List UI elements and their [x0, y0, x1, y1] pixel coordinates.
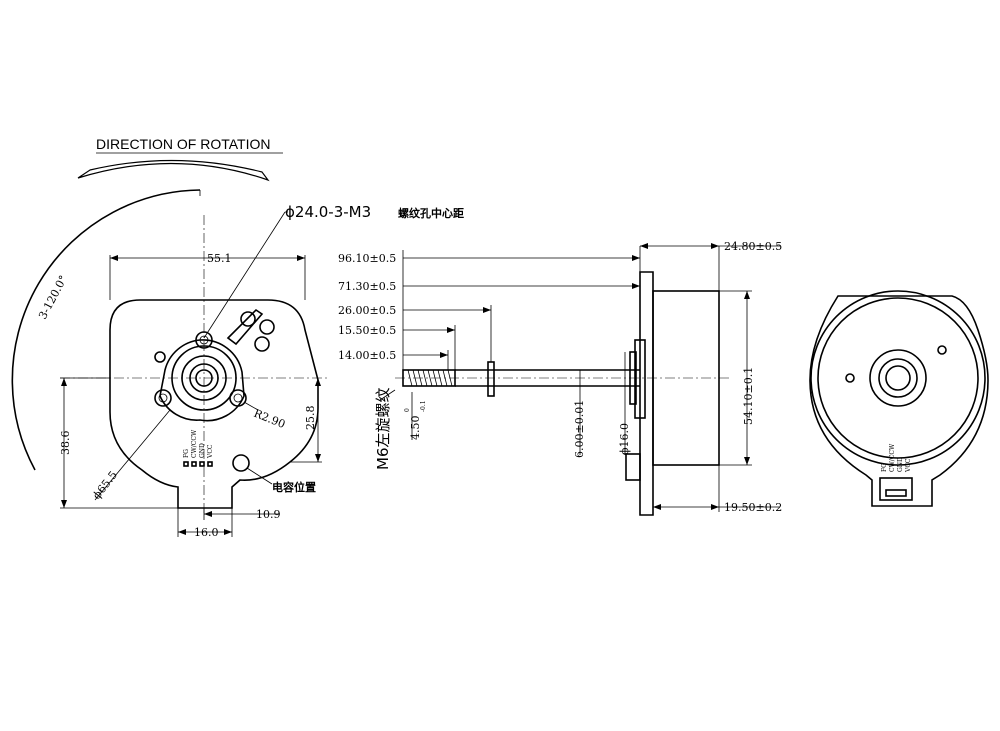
back-can-inner: [817, 297, 979, 459]
bottom-width-dim: 10.9: [256, 508, 281, 521]
len-total-dim: 96.10±0.5: [338, 252, 396, 265]
hub-ring-4: [195, 369, 213, 387]
side-slot: [226, 308, 264, 346]
hub-star: [159, 339, 245, 422]
back-pin-labels: FG CW/CCW GND VCC: [881, 443, 912, 473]
back-pin-fg: FG: [881, 463, 888, 472]
bottom-offset-dim: 16.0: [194, 526, 219, 539]
back-pin-vcc: VCC: [905, 458, 912, 473]
capacitor-label: 电容位置: [272, 480, 316, 494]
front-view: FG CW/CCW GND VCC ϕ24.0-3-M3 螺纹孔中心距 55.1…: [11, 189, 464, 539]
capacitor-hole: [232, 454, 250, 472]
height-right-dim: 25.8: [304, 406, 317, 431]
body-height-dim: 54.10±0.1: [742, 367, 755, 425]
pin-label-cw: CW/CCW: [191, 429, 198, 458]
outer-arc: [11, 189, 201, 471]
pin-labels: FG CW/CCW GND VCC: [183, 429, 214, 459]
shaft-dia-dim: 6.00±0.01: [573, 400, 586, 458]
back-view: FG CW/CCW GND VCC: [809, 290, 989, 507]
back-view-outline: [809, 295, 989, 507]
flange-offset-dim: 19.50±0.2: [724, 501, 782, 514]
body-width-dim: 24.80±0.5: [724, 240, 782, 253]
len-5-dim: 14.00±0.5: [338, 349, 396, 362]
len-3-dim: 26.00±0.5: [338, 304, 396, 317]
back-pin-cw: CW/CCW: [889, 443, 896, 472]
mount-lug-left: [154, 389, 172, 407]
thread-tol-lower: -0.1: [420, 400, 427, 412]
height-left-dim: 38.6: [59, 431, 72, 456]
back-hole-left: [845, 373, 855, 383]
rotation-title: DIRECTION OF ROTATION: [96, 136, 270, 152]
len-2-dim: 71.30±0.5: [338, 280, 396, 293]
side-hole-3: [254, 336, 270, 352]
side-view: 96.10±0.5 71.30±0.5 26.00±0.5 15.50±0.5 …: [338, 240, 782, 516]
back-hub-2: [878, 358, 918, 398]
hole-pattern-label: ϕ24.0-3-M3: [285, 203, 371, 221]
mount-lug-right: [229, 389, 247, 407]
radius-dim: R2.90: [252, 407, 287, 431]
back-connector: [879, 477, 913, 501]
hub-ring-3: [189, 363, 219, 393]
hub-dia-dim: ϕ16.0: [618, 423, 631, 455]
thread-len-dim: 4.50: [409, 416, 422, 441]
side-flange: [639, 271, 654, 516]
front-view-outline: [109, 299, 319, 509]
side-hole-2: [259, 319, 275, 335]
hub-ring-1: [171, 345, 237, 411]
side-hole-1: [240, 311, 256, 327]
pin-label-vcc: VCC: [207, 444, 214, 459]
rotation-direction-group: DIRECTION OF ROTATION: [77, 136, 283, 182]
diameter-dim: ϕ65.5: [90, 469, 120, 502]
pin-pads: [183, 461, 213, 467]
hub-ring-2: [181, 355, 227, 401]
len-4-dim: 15.50±0.5: [338, 324, 396, 337]
back-hub-1: [869, 349, 927, 407]
mount-lug-top: [195, 331, 213, 349]
width-dim: 55.1: [207, 252, 232, 265]
hole-pattern-note: 螺纹孔中心距: [398, 206, 464, 220]
pin-label-gnd: GND: [199, 443, 206, 458]
back-hub-3: [885, 365, 911, 391]
rotation-arrow-icon: [77, 159, 270, 182]
back-pin-gnd: GND: [897, 457, 904, 472]
back-can-outer: [810, 290, 986, 466]
pin-label-fg: FG: [183, 449, 190, 458]
thread-label: M6左旋螺纹: [374, 388, 392, 471]
thread-tol-upper: 0: [404, 408, 411, 412]
back-hole-right: [937, 345, 947, 355]
